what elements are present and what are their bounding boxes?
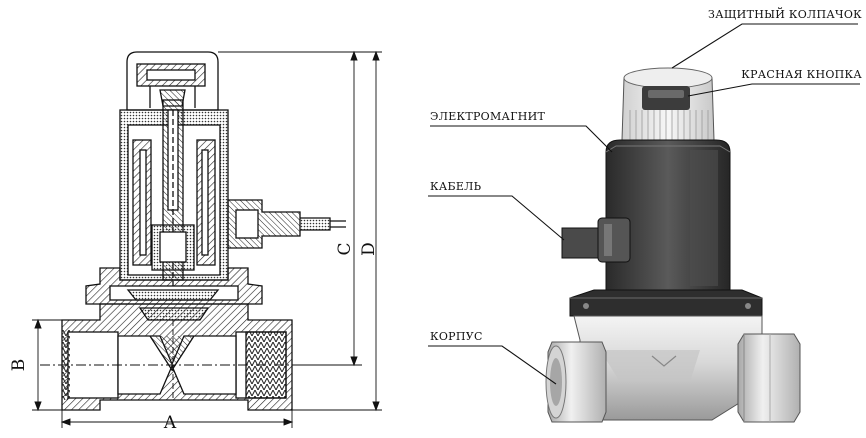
- dim-label-c: C: [335, 242, 355, 255]
- dim-label-a: A: [163, 413, 177, 433]
- leader-body: [428, 345, 557, 385]
- callout-button: КРАСНАЯ КНОПКА: [741, 68, 862, 81]
- dim-label-b: B: [9, 359, 29, 372]
- callout-body: КОРПУС: [430, 330, 483, 343]
- callout-labels: ЗАЩИТНЫЙ КОЛПАЧОК КРАСНАЯ КНОПКА ЭЛЕКТРО…: [430, 7, 862, 343]
- callout-magnet: ЭЛЕКТРОМАГНИТ: [430, 110, 546, 123]
- dim-label-d: D: [359, 242, 379, 256]
- dimension-lines: [32, 50, 382, 428]
- leader-magnet: [430, 125, 613, 153]
- outlet-hex-port: [737, 333, 801, 423]
- callout-cable: КАБЕЛЬ: [430, 180, 482, 193]
- dimension-labels: A B C D: [9, 242, 379, 433]
- callout-cap: ЗАЩИТНЫЙ КОЛПАЧОК: [708, 7, 862, 21]
- valve-render: [545, 67, 801, 423]
- cross-section-drawing: [40, 51, 346, 411]
- cable-wire: [330, 220, 346, 228]
- flange-plate: [569, 289, 763, 317]
- callout-leaders: [428, 23, 860, 385]
- leader-button: [687, 83, 860, 97]
- inlet-port: [67, 331, 119, 399]
- leader-cap: [671, 23, 858, 69]
- leader-cable: [428, 195, 565, 241]
